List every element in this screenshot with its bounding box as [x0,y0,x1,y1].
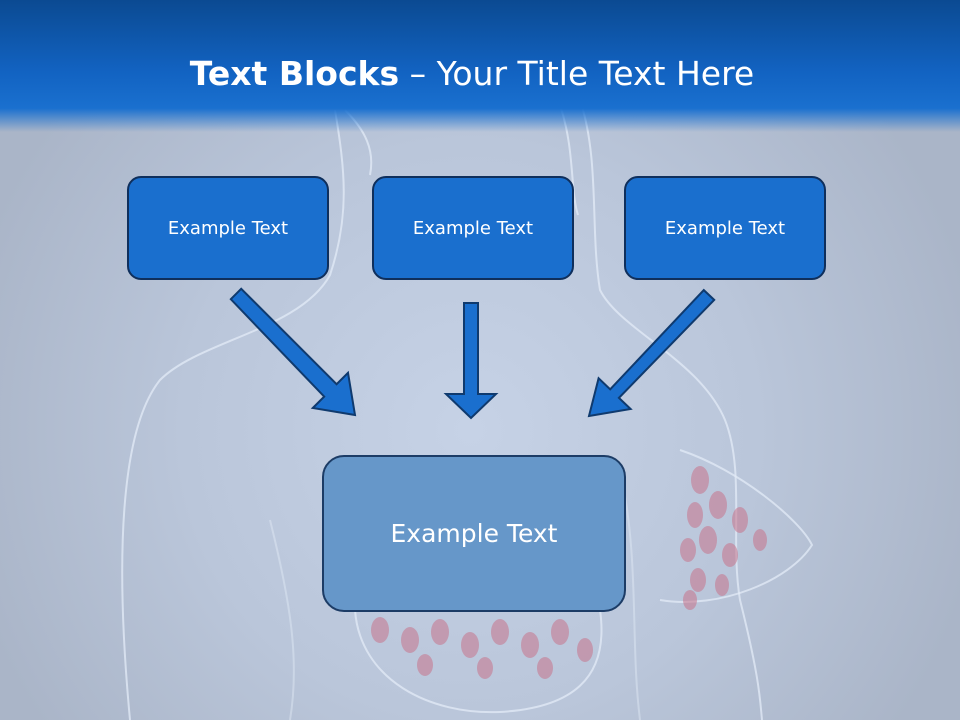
text-block-top-center[interactable]: Example Text [372,176,574,280]
text-block-bottom[interactable]: Example Text [322,455,626,612]
arrow-top-center-to-bottom [443,302,499,420]
text-block-top-right[interactable]: Example Text [624,176,826,280]
slide-title: Text Blocks – Your Title Text Here [0,52,944,96]
header-bar [0,0,960,132]
arrow-top-left-to-bottom [229,287,357,417]
title-bold-part: Text Blocks [189,54,400,93]
text-block-top-left[interactable]: Example Text [127,176,329,280]
arrow-top-right-to-bottom [587,288,716,418]
title-regular-part: – Your Title Text Here [399,54,755,93]
